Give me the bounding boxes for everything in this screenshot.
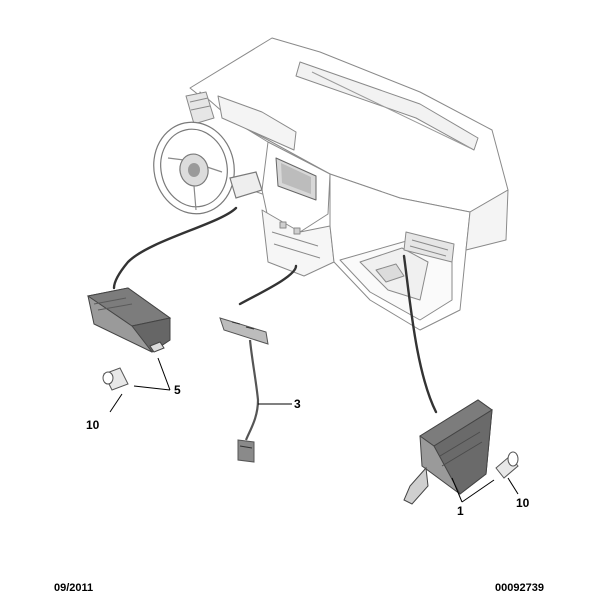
callout-10-left: 10 [86, 418, 100, 432]
harness-part-3 [219, 317, 269, 463]
steering-wheel [153, 121, 263, 215]
bulb-left [102, 367, 129, 391]
footer-date: 09/2011 [54, 582, 94, 594]
callout-1: 1 [457, 504, 464, 518]
connector-lines [112, 206, 438, 414]
dashboard-assembly [185, 37, 509, 331]
callout-10-right: 10 [516, 496, 530, 510]
footer-reference: 00092739 [495, 582, 544, 594]
lamp-module-right [403, 399, 493, 505]
callout-3: 3 [294, 397, 301, 411]
bulb-right [495, 451, 519, 479]
callout-5: 5 [174, 383, 181, 397]
callout-leaders [109, 357, 519, 503]
lamp-housing-left [86, 287, 172, 353]
